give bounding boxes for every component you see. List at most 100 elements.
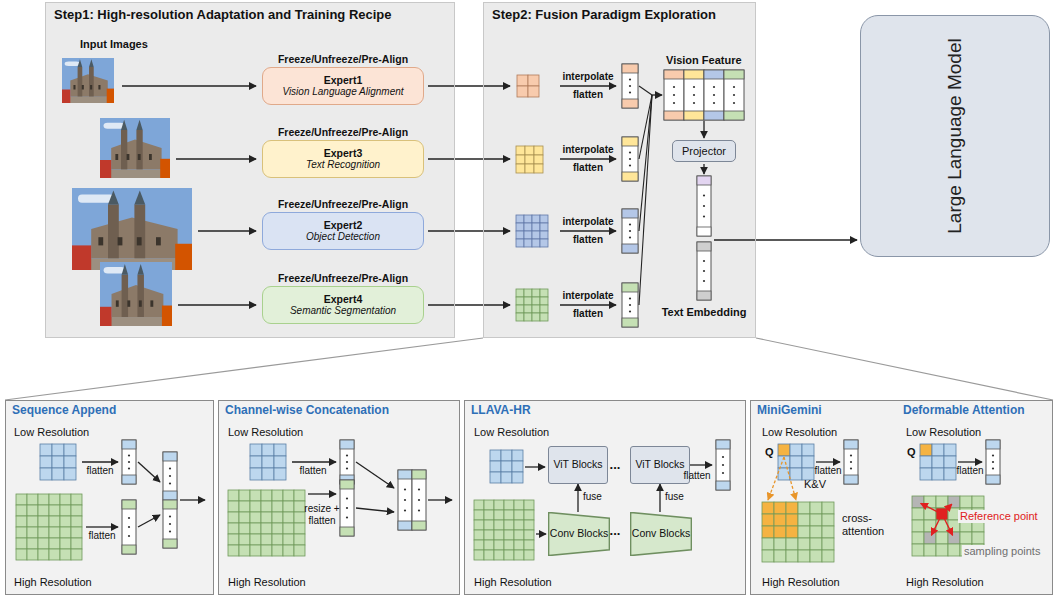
merge-line <box>639 95 652 305</box>
grid-cell <box>790 444 802 456</box>
training-label: Freeze/Unfreeze/Pre-Align <box>278 126 408 138</box>
grid-cell <box>532 313 540 321</box>
tower <box>121 130 127 170</box>
sky <box>62 58 114 103</box>
feature-grid <box>517 75 539 97</box>
column-outline <box>716 440 730 490</box>
dot <box>693 86 695 88</box>
grid-cell <box>810 526 822 538</box>
dot <box>629 223 631 225</box>
sampling-label: sampling points <box>962 545 1042 558</box>
column-cell <box>844 440 858 449</box>
dot <box>629 236 631 238</box>
resolution-label: High Resolution <box>228 576 306 589</box>
arrow <box>560 304 616 305</box>
dot <box>733 94 735 96</box>
token-column <box>163 452 177 548</box>
grid-cell <box>16 494 27 505</box>
grid-cell <box>936 544 948 556</box>
grid-cell <box>504 500 514 510</box>
grid-cell <box>27 505 38 516</box>
column-cell <box>122 500 136 509</box>
arrow <box>525 466 545 467</box>
token-column <box>412 470 426 530</box>
grid-cell <box>912 544 924 556</box>
grid-cell <box>516 313 524 321</box>
house <box>107 89 114 103</box>
grid-cell <box>250 501 261 512</box>
box-label: ViT Blocks <box>553 459 602 471</box>
token-column <box>622 64 638 108</box>
panel-fill <box>218 400 460 595</box>
grid-cell <box>38 494 49 505</box>
token-column <box>716 440 730 490</box>
spire <box>121 120 127 130</box>
grid-cell <box>504 510 514 520</box>
step-label: flatten <box>88 530 115 542</box>
spire <box>134 190 145 204</box>
grid-cell <box>524 500 534 510</box>
dot <box>703 215 705 217</box>
resolution-label: Low Resolution <box>906 426 981 439</box>
column-cell <box>163 452 177 461</box>
grid-cell <box>786 526 798 538</box>
grid-cell <box>524 540 534 550</box>
dot <box>703 260 705 262</box>
dot <box>722 464 724 466</box>
arrow <box>768 457 784 500</box>
tower <box>134 204 145 258</box>
step-label: flatten <box>573 89 603 101</box>
grid-cell <box>516 223 524 231</box>
window <box>127 300 130 306</box>
grid-cell <box>272 512 283 523</box>
grid-cell <box>532 223 540 231</box>
grid-cell <box>762 514 774 526</box>
dot <box>733 102 735 104</box>
photo <box>100 262 172 326</box>
sky <box>72 188 192 270</box>
photo <box>72 188 192 270</box>
grid-cell <box>948 532 960 544</box>
panel-fill <box>464 400 746 595</box>
grid-cell <box>250 545 261 556</box>
dot <box>128 526 130 528</box>
grid-cell <box>798 538 810 550</box>
grid-cell <box>239 523 250 534</box>
feature-grid <box>778 444 814 480</box>
grid-cell <box>27 549 38 560</box>
grid-cell <box>494 500 504 510</box>
token-column <box>986 440 1000 484</box>
arrow <box>356 462 394 488</box>
column-outline <box>398 470 412 530</box>
dot <box>703 194 705 196</box>
window <box>90 85 92 90</box>
dot <box>713 94 715 96</box>
token-column <box>664 70 684 120</box>
column-outline <box>664 70 684 120</box>
vit-block: ViT Blocks <box>630 446 690 484</box>
dot <box>418 488 420 490</box>
feature-grid <box>228 490 305 556</box>
grid-cell <box>514 540 524 550</box>
zoom-line <box>5 338 483 400</box>
resolution-label: Low Resolution <box>762 426 837 439</box>
column-cell <box>122 475 136 484</box>
step-label: flatten <box>683 470 710 482</box>
token-column <box>622 209 638 253</box>
column-cell <box>716 481 730 490</box>
grid-cell <box>60 538 71 549</box>
grid-cell <box>822 502 834 514</box>
grid-cell <box>71 549 82 560</box>
column-cell <box>163 491 177 500</box>
trapezoid-shape <box>631 512 692 555</box>
grid-cell <box>16 516 27 527</box>
grid-cell <box>294 545 305 556</box>
grid-cell <box>532 215 540 223</box>
window <box>98 237 103 245</box>
grid-cell <box>912 520 924 532</box>
grid-cell <box>810 514 822 526</box>
sky <box>100 262 172 326</box>
grid-cell <box>228 534 239 545</box>
grid-cell <box>514 510 524 520</box>
grid-cell <box>948 544 960 556</box>
